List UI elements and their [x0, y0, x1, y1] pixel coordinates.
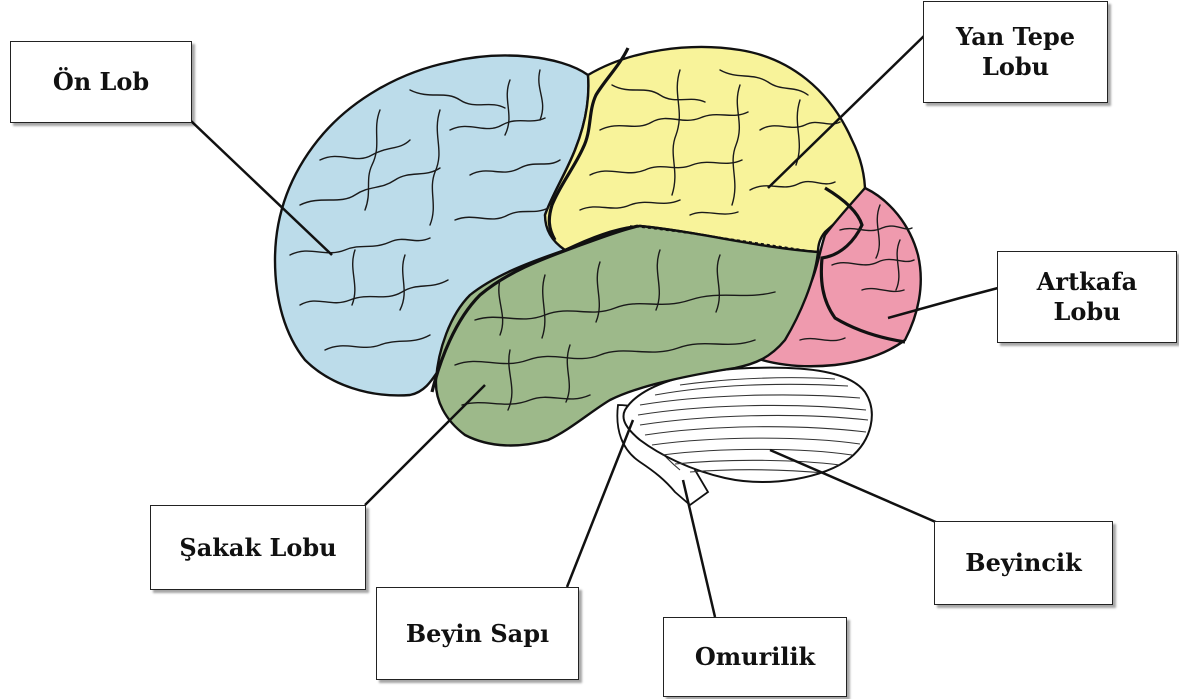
label-brainstem: Beyin Sapı: [376, 587, 579, 680]
leader-spinal-cord: [683, 480, 715, 617]
label-parietal-text-2: Lobu: [956, 52, 1075, 82]
label-temporal-lobe: Şakak Lobu: [150, 505, 366, 590]
label-cerebellum-text: Beyincik: [965, 548, 1081, 578]
label-cerebellum: Beyincik: [934, 521, 1113, 605]
label-temporal-text: Şakak Lobu: [179, 533, 336, 563]
leader-brainstem: [567, 420, 633, 587]
label-occipital-text-1: Artkafa: [1037, 267, 1137, 297]
leader-temporal: [365, 385, 485, 505]
label-occipital-text-2: Lobu: [1037, 297, 1137, 327]
leader-cerebellum: [770, 450, 938, 523]
label-brainstem-text: Beyin Sapı: [406, 619, 549, 649]
label-parietal-text-1: Yan Tepe: [956, 22, 1075, 52]
label-frontal-lobe: Ön Lob: [10, 41, 192, 123]
label-spinal-cord: Omurilik: [663, 617, 847, 697]
label-spinal-cord-text: Omurilik: [695, 642, 815, 672]
label-frontal-text: Ön Lob: [53, 67, 149, 97]
parietal-lobe-shape: [545, 47, 865, 252]
label-occipital-lobe: Artkafa Lobu: [997, 251, 1177, 343]
label-parietal-lobe: Yan Tepe Lobu: [923, 1, 1108, 103]
